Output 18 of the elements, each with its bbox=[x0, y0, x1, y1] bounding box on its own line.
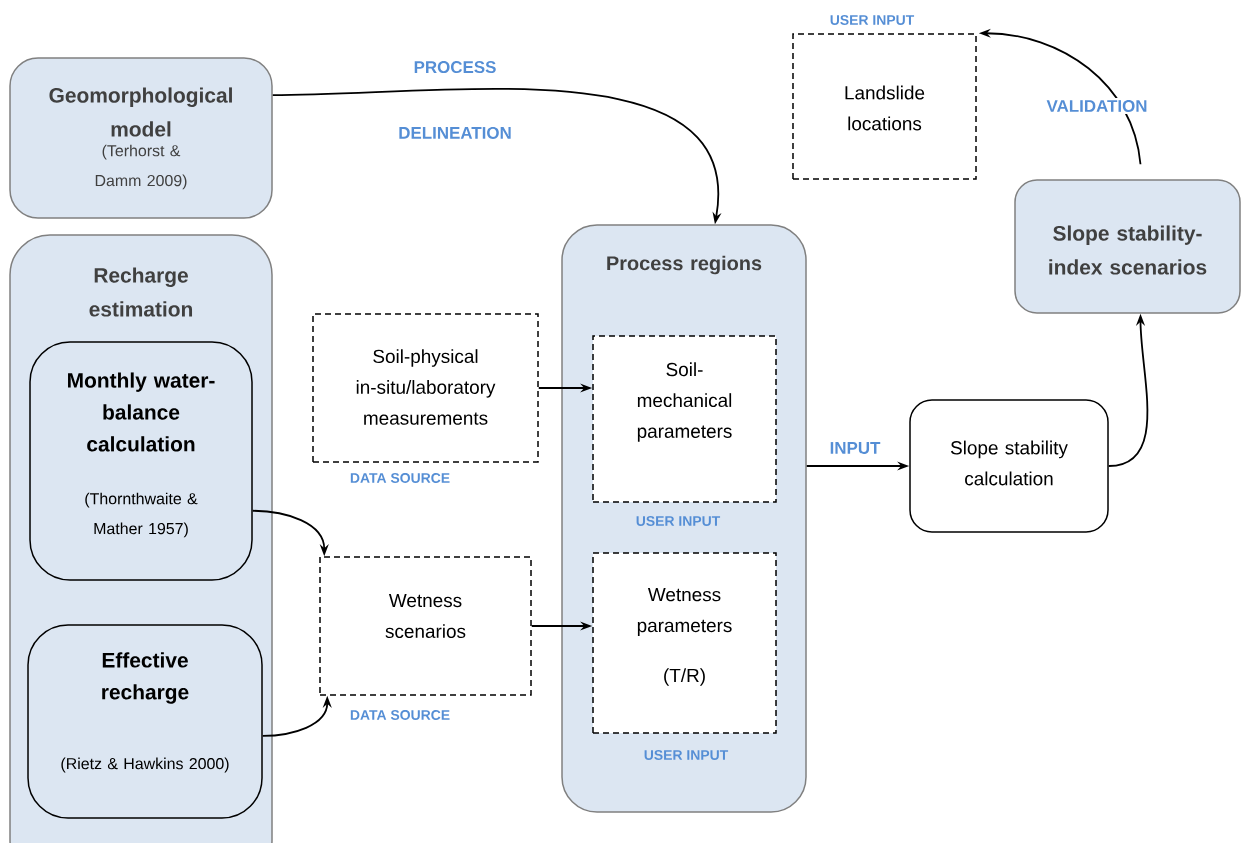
source-label: DATA SOURCE bbox=[350, 473, 450, 483]
process-box: Slope stability calculation bbox=[909, 399, 1109, 533]
source-label: USER INPUT bbox=[830, 15, 915, 25]
source-label: USER INPUT bbox=[644, 750, 729, 760]
result-box: Slope stability-index scenarios bbox=[1014, 179, 1241, 314]
edge-label: PROCESS DELINEATION bbox=[399, 61, 511, 139]
model-box: Geomorphological model (Terhorst & Damm 2009) bbox=[9, 57, 273, 219]
parameter-box: Soil-mechanical parameters bbox=[592, 335, 777, 503]
source-label: USER INPUT bbox=[636, 516, 721, 526]
parameter-box: Wetness parameters (T/R) bbox=[592, 552, 777, 734]
edge-label: INPUT bbox=[827, 440, 883, 456]
edge-label: VALIDATION bbox=[1044, 98, 1150, 114]
process-box: Monthly water-balance calculation (Thornthwaite & Mather 1957) bbox=[29, 341, 253, 581]
data-box: Landslide locations bbox=[792, 33, 977, 180]
source-label: DATA SOURCE bbox=[350, 710, 450, 720]
data-box: Soil-physical in-situ/laboratory measurements bbox=[312, 313, 539, 463]
data-box: Wetness scenarios bbox=[319, 556, 532, 696]
process-box: Effective recharge (Rietz & Hawkins 2000) bbox=[27, 624, 263, 819]
